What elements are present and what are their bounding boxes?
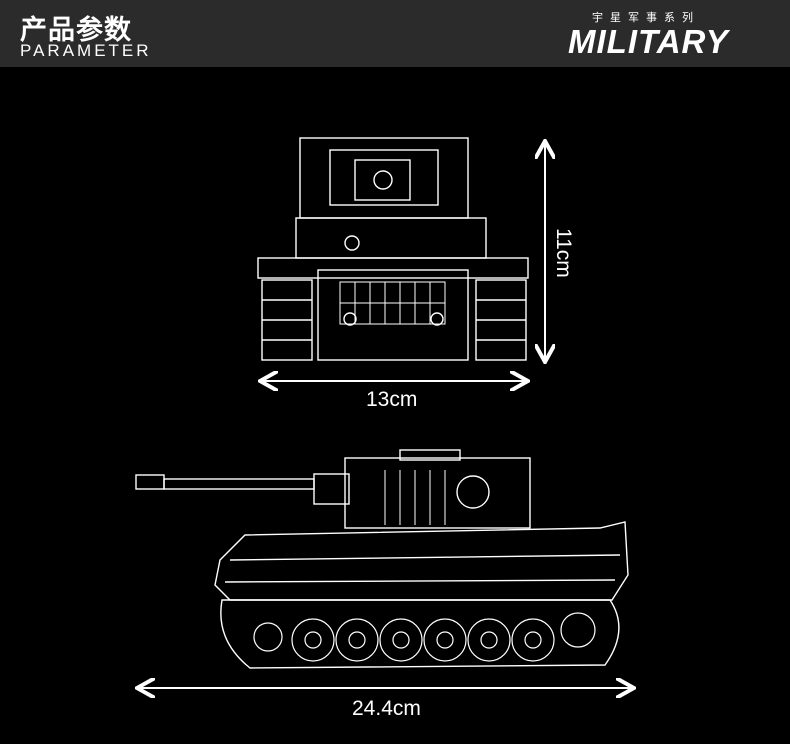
tank-side-view: [135, 449, 629, 669]
height-label: 11cm: [552, 228, 575, 278]
logo-brand-text: MILITARY: [568, 23, 729, 60]
header-bar: 产品参数 PARAMETER 宇星军事系列 MILITARY: [0, 0, 790, 67]
title-chinese: 产品参数: [20, 15, 132, 46]
width-label: 13cm: [366, 388, 418, 411]
tank-front-view: [257, 137, 529, 361]
logo-series-text: 宇星军事系列: [592, 11, 700, 24]
military-logo: 宇星军事系列 MILITARY: [560, 6, 760, 64]
length-label: 24.4cm: [352, 697, 421, 720]
title-english: PARAMETER: [20, 41, 152, 60]
